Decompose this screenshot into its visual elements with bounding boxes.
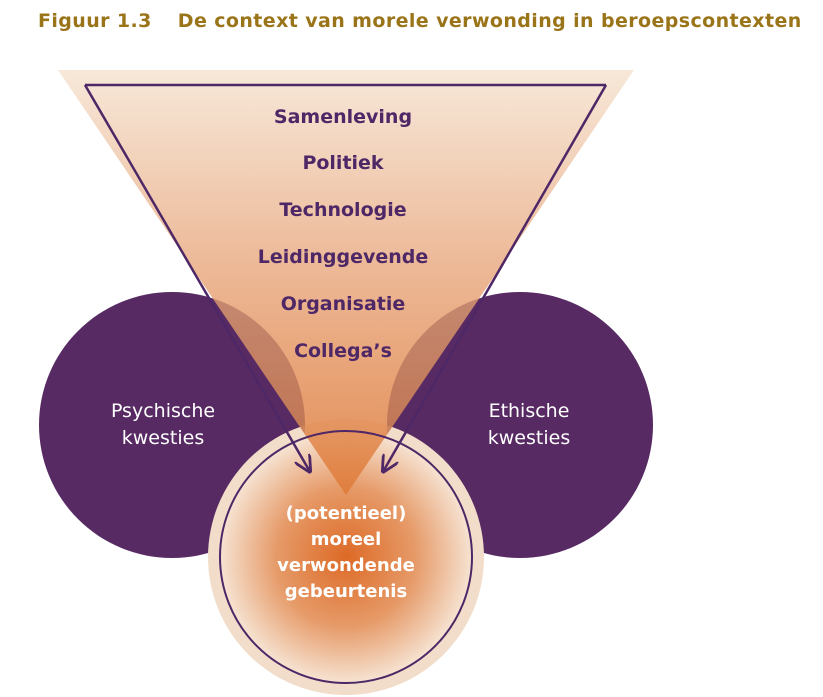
center-circle: [220, 431, 472, 683]
context-funnel: [58, 70, 634, 495]
funnel-level-politiek: Politiek: [302, 152, 383, 174]
figure-caption: De context van morele verwonding in bero…: [177, 10, 802, 32]
center-label-1: (potentieel): [286, 503, 407, 524]
funnel-level-organisatie: Organisatie: [281, 293, 406, 315]
left-circle-label-2: kwesties: [122, 427, 204, 449]
center-label-3: verwondende: [277, 555, 415, 576]
funnel-left-arrow: [83, 84, 309, 470]
figure-number: Figuur 1.3: [38, 10, 152, 32]
funnel-right-arrow: [384, 84, 608, 470]
left-circle-label-1: Psychische: [111, 400, 215, 422]
figure-title: Figuur 1.3 De context van morele verwondi…: [38, 10, 802, 32]
right-circle-label-2: kwesties: [488, 427, 570, 449]
center-circle-outline: [219, 430, 473, 684]
funnel-level-leidinggevende: Leidinggevende: [258, 246, 429, 268]
center-label-4: gebeurtenis: [285, 581, 407, 602]
funnel-level-samenleving: Samenleving: [274, 106, 412, 128]
right-circle-label-1: Ethische: [489, 400, 570, 422]
funnel-level-technologie: Technologie: [279, 199, 406, 221]
funnel-level-collegas: Collega’s: [294, 340, 392, 362]
center-label-2: moreel: [311, 529, 382, 550]
